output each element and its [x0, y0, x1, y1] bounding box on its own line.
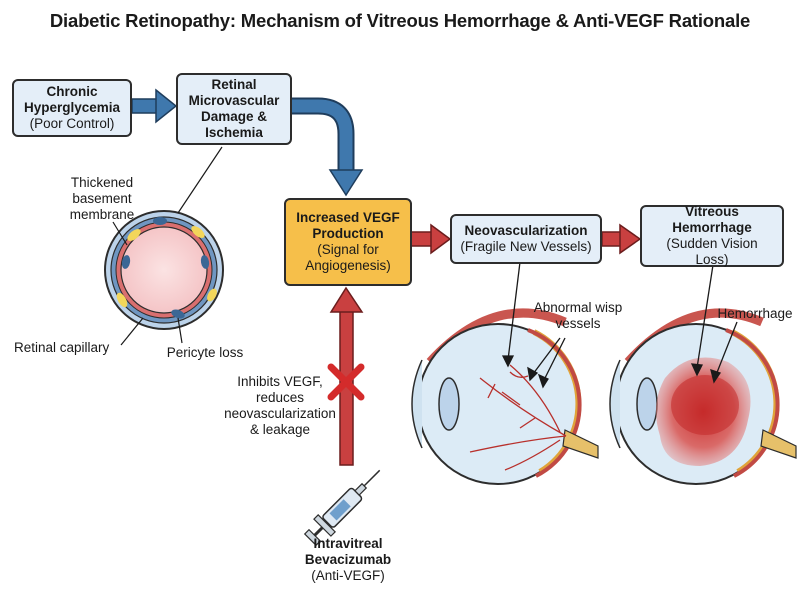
box-hyperglycemia-subtitle: (Poor Control)	[29, 116, 115, 131]
arrow-damage-to-vegf	[292, 97, 364, 197]
box-vegf-title: Increased VEGF Production	[296, 210, 400, 241]
inhibition-x-icon	[327, 363, 365, 401]
box-chronic-hyperglycemia: Chronic Hyperglycemia (Poor Control)	[12, 79, 132, 137]
arrow-vegf-to-neovascularization	[410, 223, 452, 255]
eye-hemorrhage-illustration	[609, 308, 797, 485]
annotation-arrows	[501, 261, 738, 389]
diagram-title: Diabetic Retinopathy: Mechanism of Vitre…	[49, 10, 751, 31]
drug-class: (Anti-VEGF)	[311, 568, 385, 583]
label-retinal-capillary: Retinal capillary	[14, 340, 110, 355]
capillary-leader-lines	[112, 146, 223, 346]
arrow-neovascularization-to-hemorrhage	[601, 223, 642, 255]
box-hyperglycemia-title: Chronic Hyperglycemia	[23, 84, 121, 115]
box-damage-title: Retinal Microvascular Damage & Ischemia	[188, 77, 280, 140]
box-hemorrhage-subtitle: (Sudden Vision Loss)	[666, 236, 758, 267]
syringe-icon	[303, 469, 381, 547]
box-microvascular-damage: Retinal Microvascular Damage & Ischemia	[176, 73, 292, 145]
box-vegf-subtitle: (Signal for Angiogenesis)	[305, 242, 391, 273]
label-hemorrhage: Hemorrhage	[717, 306, 793, 321]
drug-label: Intravitreal Bevacizumab (Anti-VEGF)	[282, 536, 414, 584]
label-inhibits-vegf: Inhibits VEGF, reduces neovascularizatio…	[224, 374, 336, 437]
box-neovascularization: Neovascularization (Fragile New Vessels)	[450, 214, 602, 264]
box-neovascularization-title: Neovascularization	[464, 223, 588, 238]
label-thickened-basement-membrane: Thickened basement membrane	[69, 175, 135, 222]
arrow-hyperglycemia-to-damage	[131, 88, 178, 124]
label-pericyte-loss: Pericyte loss	[166, 345, 244, 360]
drug-name: Intravitreal Bevacizumab	[304, 536, 392, 567]
box-vitreous-hemorrhage: Vitreous Hemorrhage (Sudden Vision Loss)	[640, 204, 784, 267]
arrow-drug-to-vegf	[329, 286, 364, 466]
eye-neovascularization-illustration	[411, 308, 599, 485]
label-abnormal-vessels: Abnormal wisp vessels	[533, 300, 623, 331]
box-hemorrhage-title: Vitreous Hemorrhage	[672, 204, 752, 235]
box-neovascularization-subtitle: (Fragile New Vessels)	[460, 239, 592, 254]
box-vegf-production: Increased VEGF Production (Signal for An…	[284, 198, 412, 286]
retinal-capillary-icon	[104, 210, 224, 330]
